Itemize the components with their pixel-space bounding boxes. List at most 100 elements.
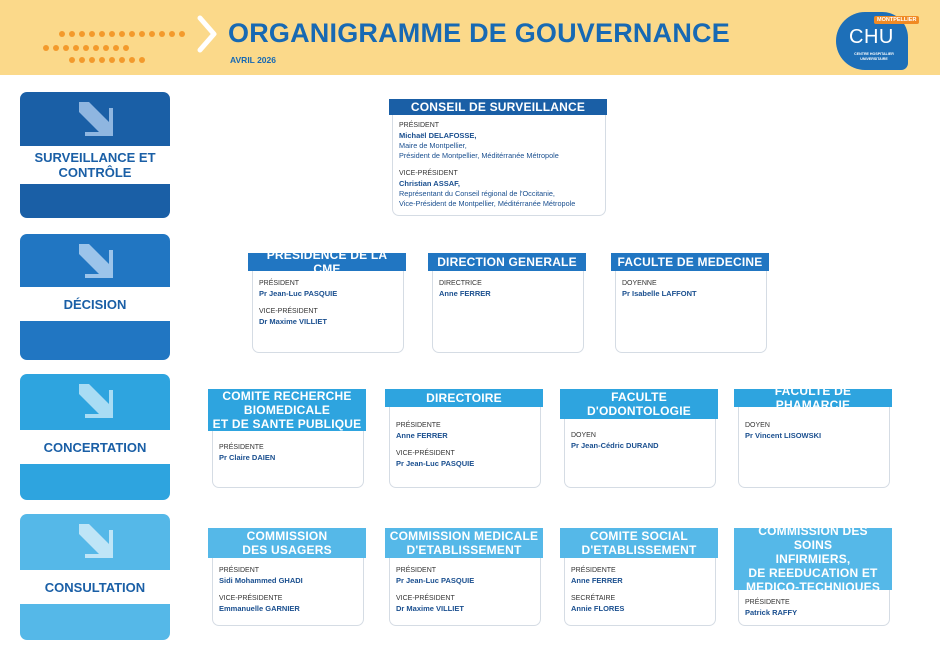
card-title-line: DES USAGERS xyxy=(242,543,332,557)
person-name: Pr Jean-Luc PASQUIE xyxy=(259,289,338,298)
page-title: ORGANIGRAMME DE GOUVERNANCE xyxy=(228,18,730,48)
category-label: SURVEILLANCE ET CONTRÔLE xyxy=(20,146,170,184)
card-body: PRÉSIDENTE Pr Claire DAIEN xyxy=(219,443,359,463)
chevron-right-icon xyxy=(197,15,217,53)
card-title: DIRECTOIRE xyxy=(385,389,543,407)
chu-logo: MONTPELLIER CHU CENTRE HOSPITALIER UNIVE… xyxy=(836,12,920,70)
card-body: DIRECTRICE Anne FERRER xyxy=(439,279,579,299)
person-name: Anne FERRER xyxy=(396,431,448,440)
card-comite-recherche: COMITE RECHERCHE BIOMEDICALE ET DE SANTE… xyxy=(208,389,366,488)
card-title-line: FACULTE xyxy=(611,390,667,404)
card-title: FACULTE DE PHAMARCIE xyxy=(734,384,892,412)
card-commission-usagers: COMMISSION DES USAGERS PRÉSIDENT Sidi Mo… xyxy=(208,528,366,626)
card-title-line: D'ETABLISSEMENT xyxy=(581,543,697,557)
card-presidence-cme: PRESIDENCE DE LA CME PRÉSIDENT Pr Jean-L… xyxy=(248,248,406,353)
role-label: PRÉSIDENT xyxy=(219,567,260,574)
person-description: Représentant du Conseil régional de l'Oc… xyxy=(399,189,555,198)
logo-tag: MONTPELLIER xyxy=(874,16,920,24)
role-label: DOYEN xyxy=(571,432,596,439)
person-name: Annie FLORES xyxy=(571,604,625,613)
person-description: Vice-Président de Montpellier, Méditérra… xyxy=(399,199,576,208)
arrow-down-right-icon xyxy=(79,384,113,418)
role-label: DOYENNE xyxy=(622,280,657,287)
page-header: ORGANIGRAMME DE GOUVERNANCE AVRIL 2026 M… xyxy=(0,0,940,75)
person-name: Pr Jean-Luc PASQUIE xyxy=(396,459,475,468)
card-body: DOYEN Pr Jean-Cédric DURAND xyxy=(571,431,711,451)
card-title: COMITE RECHERCHE BIOMEDICALE ET DE SANTE… xyxy=(208,389,366,431)
person-name: Emmanuelle GARNIER xyxy=(219,604,300,613)
card-body: PRÉSIDENT Michaël DELAFOSSE, Maire de Mo… xyxy=(399,121,601,209)
card-title: COMMISSION MEDICALE D'ETABLISSEMENT xyxy=(385,528,543,558)
role-label: PRÉSIDENT xyxy=(396,567,437,574)
card-body: PRÉSIDENT Sidi Mohammed GHADI VICE-PRÉSI… xyxy=(219,566,359,614)
category-label: DÉCISION xyxy=(20,287,170,321)
card-title-line: D'ODONTOLOGIE xyxy=(587,404,691,418)
person-name: Dr Maxime VILLIET xyxy=(396,604,464,613)
card-title-line: DE REEDUCATION ET xyxy=(748,566,878,580)
category-label: CONCERTATION xyxy=(20,430,170,464)
card-title-line: MEDICO-TECHNIQUES xyxy=(745,580,881,594)
card-title-line: INFIRMIERS, xyxy=(775,552,851,566)
person-name: Pr Isabelle LAFFONT xyxy=(622,289,697,298)
category-concertation: CONCERTATION xyxy=(20,374,170,500)
role-label: PRÉSIDENTE xyxy=(219,444,264,451)
card-body: DOYENNE Pr Isabelle LAFFONT xyxy=(622,279,762,299)
person-name: Anne FERRER xyxy=(571,576,623,585)
person-name: Christian ASSAF, xyxy=(399,179,460,188)
category-consultation: CONSULTATION xyxy=(20,514,170,640)
role-label: PRÉSIDENTE xyxy=(745,599,790,606)
decorative-dots xyxy=(43,31,185,63)
person-description: Président de Montpellier, Méditérranée M… xyxy=(399,151,559,160)
role-label: PRÉSIDENTE xyxy=(571,567,616,574)
card-title: CONSEIL DE SURVEILLANCE xyxy=(389,99,607,115)
card-title-line: COMMISSION xyxy=(246,529,328,543)
card-title-line: COMITE SOCIAL xyxy=(590,529,688,543)
card-commission-medicale: COMMISSION MEDICALE D'ETABLISSEMENT PRÉS… xyxy=(385,528,543,626)
role-label: DOYEN xyxy=(745,422,770,429)
card-title: COMITE SOCIAL D'ETABLISSEMENT xyxy=(560,528,718,558)
card-faculte-medecine: FACULTE DE MEDECINE DOYENNE Pr Isabelle … xyxy=(611,253,769,353)
card-commission-soins: COMMISSION DES SOINS INFIRMIERS, DE REED… xyxy=(734,524,892,626)
card-comite-social: COMITE SOCIAL D'ETABLISSEMENT PRÉSIDENTE… xyxy=(560,528,718,626)
logo-subtitle: CENTRE HOSPITALIER UNIVERSITAIRE xyxy=(854,52,894,61)
page-date: AVRIL 2026 xyxy=(230,55,276,65)
card-body: PRÉSIDENTE Patrick RAFFY xyxy=(745,598,885,618)
card-title-line: ET DE SANTE PUBLIQUE xyxy=(212,417,362,431)
card-body: DOYEN Pr Vincent LISOWSKI xyxy=(745,421,885,441)
card-faculte-odontologie: FACULTE D'ODONTOLOGIE DOYEN Pr Jean-Cédr… xyxy=(560,389,718,488)
card-body: PRÉSIDENTE Anne FERRER VICE-PRÉSIDENT Pr… xyxy=(396,421,536,469)
person-name: Pr Claire DAIEN xyxy=(219,453,276,462)
role-label: VICE-PRÉSIDENT xyxy=(259,308,318,315)
role-label: VICE-PRÉSIDENT xyxy=(399,170,458,177)
person-name: Pr Jean-Cédric DURAND xyxy=(571,441,659,450)
role-label: SECRÉTAIRE xyxy=(571,595,616,602)
card-title-line: BIOMEDICALE xyxy=(243,403,331,417)
role-label: VICE-PRÉSIDENT xyxy=(396,450,455,457)
role-label: PRÉSIDENT xyxy=(259,280,300,287)
card-title: COMMISSION DES USAGERS xyxy=(208,528,366,558)
person-name: Dr Maxime VILLIET xyxy=(259,317,327,326)
category-surveillance: SURVEILLANCE ET CONTRÔLE xyxy=(20,92,170,218)
role-label: VICE-PRÉSIDENT xyxy=(396,595,455,602)
card-title-line: COMMISSION MEDICALE xyxy=(389,529,539,543)
card-body: PRÉSIDENTE Anne FERRER SECRÉTAIRE Annie … xyxy=(571,566,711,614)
card-body: PRÉSIDENT Pr Jean-Luc PASQUIE VICE-PRÉSI… xyxy=(396,566,536,614)
category-label: CONSULTATION xyxy=(20,570,170,604)
role-label: PRÉSIDENT xyxy=(399,122,440,129)
card-body: PRÉSIDENT Pr Jean-Luc PASQUIE VICE-PRÉSI… xyxy=(259,279,399,327)
category-decision: DÉCISION xyxy=(20,234,170,360)
person-description: Maire de Montpellier, xyxy=(399,141,467,150)
card-title: COMMISSION DES SOINS INFIRMIERS, DE REED… xyxy=(734,524,892,594)
card-directoire: DIRECTOIRE PRÉSIDENTE Anne FERRER VICE-P… xyxy=(385,389,543,488)
arrow-down-right-icon xyxy=(79,524,113,558)
card-title: FACULTE D'ODONTOLOGIE xyxy=(560,389,718,419)
role-label: PRÉSIDENTE xyxy=(396,422,441,429)
card-title-line: D'ETABLISSEMENT xyxy=(406,543,522,557)
person-name: Pr Vincent LISOWSKI xyxy=(745,431,822,440)
card-title-line: COMMISSION DES SOINS xyxy=(758,524,868,552)
arrow-down-right-icon xyxy=(79,244,113,278)
card-title: DIRECTION GENERALE xyxy=(428,253,586,271)
arrow-down-right-icon xyxy=(79,102,113,136)
role-label: DIRECTRICE xyxy=(439,280,482,287)
person-name: Anne FERRER xyxy=(439,289,491,298)
